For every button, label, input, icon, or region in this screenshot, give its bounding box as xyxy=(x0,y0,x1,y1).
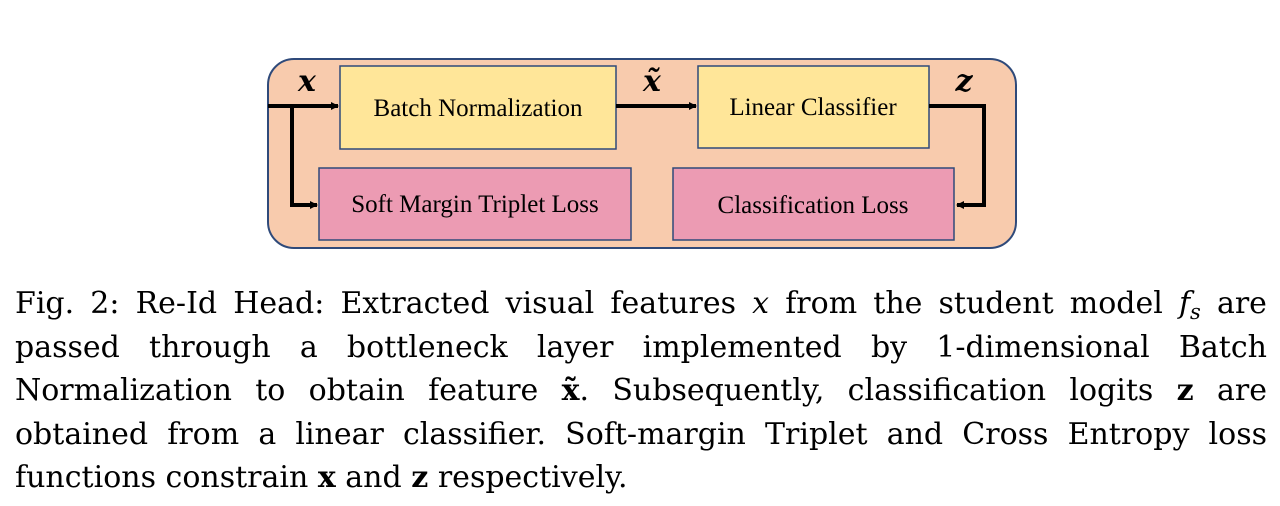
re-id-head-diagram: Batch Normalization Linear Classifier So… xyxy=(267,58,1017,249)
caption-text-5: are obtained from a linear classifier. S… xyxy=(15,373,1267,495)
caption-text-3: are passed through a bottleneck layer im… xyxy=(15,286,1267,408)
caption-label: Fig. 2: xyxy=(15,286,120,321)
arrow-classifier-to-classification-loss xyxy=(929,104,986,209)
caption-text-1: Re-Id Head: Extracted visual features xyxy=(135,286,737,321)
caption-var-f: f xyxy=(1178,286,1191,321)
classification-loss-label: Classification Loss xyxy=(718,192,909,219)
caption-bold-x-tilde: x̃ xyxy=(561,373,580,408)
batch-normalization-box xyxy=(339,65,617,150)
batch-normalization-label: Batch Normalization xyxy=(374,95,583,122)
soft-margin-triplet-loss-box xyxy=(318,167,632,241)
linear-classifier-box xyxy=(697,65,930,149)
symbol-z: z xyxy=(954,64,973,99)
soft-margin-triplet-loss-label: Soft Margin Triplet Loss xyxy=(351,191,599,218)
caption-text-4: . Subsequently, classification logits xyxy=(579,373,1154,408)
caption-text-2: from the student model xyxy=(785,286,1163,321)
caption-text-7: respectively. xyxy=(437,460,628,495)
figure-caption: Fig. 2: Re-Id Head: Extracted visual fea… xyxy=(15,282,1267,500)
symbol-x: x xyxy=(297,64,317,99)
classification-loss-box xyxy=(672,167,955,241)
caption-bold-z-2: z xyxy=(411,460,429,495)
caption-var-x: x xyxy=(752,286,770,321)
caption-var-f-subscript: s xyxy=(1190,300,1201,324)
caption-bold-z: z xyxy=(1176,373,1194,408)
linear-classifier-label: Linear Classifier xyxy=(729,94,897,121)
arrow-input-to-triplet-loss xyxy=(290,106,318,209)
caption-bold-x: x xyxy=(317,460,336,495)
caption-text-6: and xyxy=(345,460,402,495)
symbol-x-tilde: x̃ xyxy=(642,64,662,99)
